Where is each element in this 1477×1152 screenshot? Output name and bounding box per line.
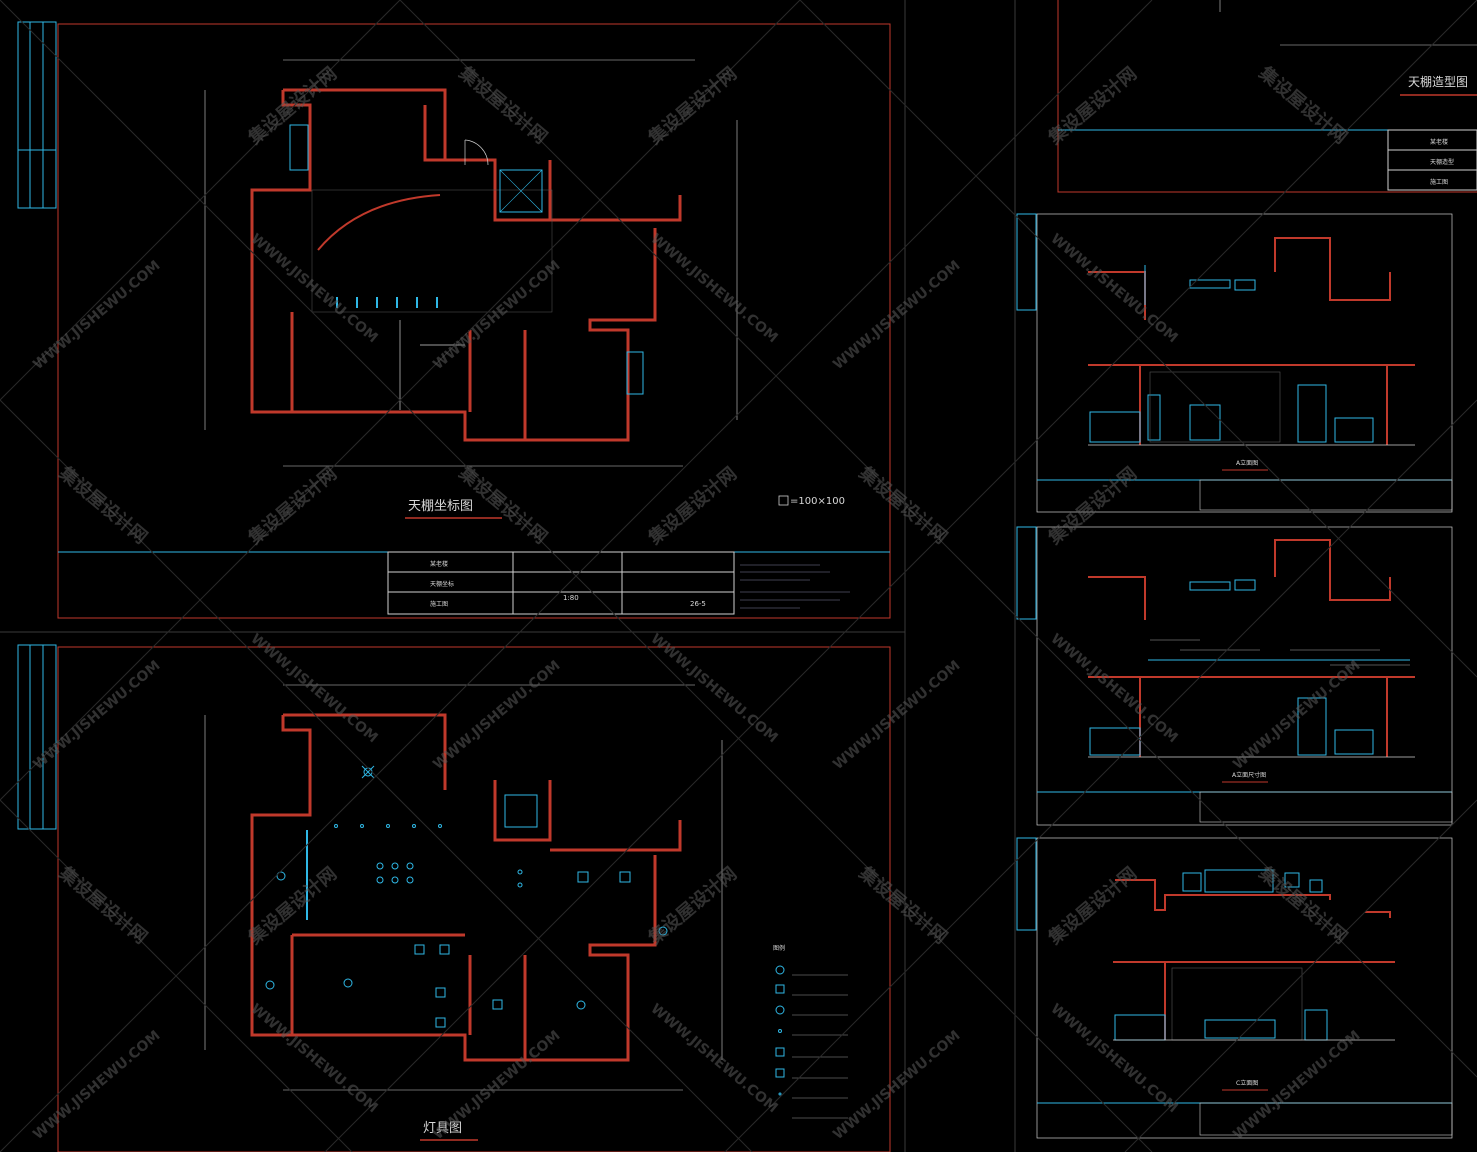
sheet-title-lighting: 灯具图 (423, 1121, 462, 1136)
watermark-en-15: WWW.JISHEWU.COM (247, 631, 380, 746)
watermark-en-1: WWW.JISHEWU.COM (30, 258, 163, 373)
watermark-cn-15: 集设屋设计网 (54, 861, 152, 948)
watermark-en-4: WWW.JISHEWU.COM (30, 658, 163, 773)
watermark-cn-13: 集设屋设计网 (1254, 61, 1352, 148)
title-block-ceiling-design: 某老楼 天棚造型 施工图 (1387, 129, 1477, 191)
lighting-plan-walls (250, 713, 682, 1062)
sheet-title-elevation-a: A立面图 (1236, 459, 1258, 467)
watermark-cn-5: 集设屋设计网 (643, 463, 741, 550)
watermark-en-2: WWW.JISHEWU.COM (430, 258, 563, 373)
watermark-cn-17: 集设屋设计网 (1254, 861, 1352, 948)
elev-a-title-block (1199, 479, 1453, 511)
dimension-lines-lighting (204, 684, 723, 1091)
sheet-title-ceiling-design: 天棚造型图 (1408, 74, 1468, 89)
watermark-en-18: WWW.JISHEWU.COM (247, 1001, 380, 1116)
elev-c-section (1113, 879, 1395, 1040)
tb-scale: 1:80 (563, 594, 579, 602)
tb-stage: 施工图 (430, 600, 448, 608)
watermark-en-7: WWW.JISHEWU.COM (30, 1028, 163, 1143)
sheet-elevation-c[interactable]: C立面图 (1016, 837, 1453, 1139)
tb-drawing: 天棚坐标 (430, 580, 454, 588)
title-block-ceiling-coordinate: 某老楼 天棚坐标 施工图 1:80 26-5 (387, 551, 850, 615)
watermark-en-12: WWW.JISHEWU.COM (247, 231, 380, 346)
sheet-elevation-a[interactable]: A立面图 (1016, 213, 1453, 513)
lighting-legend: 图例 (773, 944, 848, 1119)
watermark-en-20: WWW.JISHEWU.COM (1047, 1001, 1180, 1116)
elev-c-title-block (1199, 1102, 1453, 1136)
watermark-en-5: WWW.JISHEWU.COM (430, 658, 563, 773)
watermark-cn-10: 集设屋设计网 (54, 461, 152, 548)
lighting-legend-title: 图例 (773, 944, 785, 952)
watermark-en-6: WWW.JISHEWU.COM (830, 658, 963, 773)
sheet-title-ceiling-coordinate: 天棚坐标图 (408, 499, 473, 514)
watermark-en-17: WWW.JISHEWU.COM (1047, 631, 1180, 746)
sheet-elevation-a-dimension[interactable]: A立面尺寸图 (1016, 526, 1453, 826)
watermark-cn-1: 集设屋设计网 (243, 63, 341, 150)
sheet-ceiling-design[interactable]: 天棚造型图 某老楼 天棚造型 施工图 (1057, 0, 1477, 193)
tb-number: 26-5 (690, 600, 706, 608)
elev-c-wall-pattern (1171, 967, 1303, 1041)
elev-a-dim-furniture (1089, 579, 1410, 756)
tb2-stage: 施工图 (1430, 178, 1448, 186)
window-marks (289, 124, 644, 395)
dimension-lines-top (204, 59, 738, 467)
watermark-cn-2: 集设屋设计网 (643, 63, 741, 150)
elev-a-furniture (1089, 265, 1374, 443)
watermark-cn-9: 集设屋设计网 (1043, 863, 1141, 950)
tb2-drawing: 天棚造型 (1430, 158, 1454, 166)
grid-legend-text: =100×100 (790, 496, 845, 507)
watermark-en-13: WWW.JISHEWU.COM (647, 231, 780, 346)
sheet-separators (0, 0, 1016, 1152)
watermark-en-8: WWW.JISHEWU.COM (430, 1028, 563, 1143)
watermark-en-14: WWW.JISHEWU.COM (1047, 231, 1180, 346)
light-fixtures (265, 765, 668, 1028)
watermark-en-19: WWW.JISHEWU.COM (647, 1001, 780, 1116)
sheet-lighting[interactable]: 图例 灯具图 (17, 644, 891, 1152)
elev-a-section (1088, 237, 1415, 445)
watermark-cn-8: 集设屋设计网 (643, 863, 741, 950)
watermark-cn-6: 集设屋设计网 (1043, 463, 1141, 550)
watermark-cn-12: 集设屋设计网 (854, 461, 952, 548)
watermark-cn-11: 集设屋设计网 (454, 61, 552, 148)
watermark-en-9: WWW.JISHEWU.COM (830, 1028, 963, 1143)
watermark-en-10: WWW.JISHEWU.COM (1230, 658, 1363, 773)
watermark-cn-16: 集设屋设计网 (854, 861, 952, 948)
sheet-title-elevation-a-dimension: A立面尺寸图 (1232, 771, 1266, 779)
interior-partitions (399, 139, 489, 410)
tb2-project: 某老楼 (1430, 138, 1448, 146)
watermark-en-16: WWW.JISHEWU.COM (647, 631, 780, 746)
elev-a-wall-pattern (1149, 371, 1281, 443)
grid-legend-swatch (778, 495, 789, 506)
ceiling-grid-hatch (311, 189, 553, 313)
sheet-ceiling-coordinate[interactable]: 某老楼 天棚坐标 施工图 1:80 26-5 (17, 21, 891, 619)
watermark-en-3: WWW.JISHEWU.COM (830, 258, 963, 373)
elev-a-dim-title-block (1199, 791, 1453, 823)
dimension-line-ceiling-design (1219, 0, 1477, 46)
elev-a-dim-lines (1150, 639, 1410, 666)
sheet-title-elevation-c: C立面图 (1236, 1079, 1258, 1087)
watermark-cn-4: 集设屋设计网 (243, 463, 341, 550)
floor-plan-walls (250, 88, 682, 442)
elev-a-dim-section (1088, 539, 1415, 757)
tb-project: 某老楼 (430, 560, 448, 568)
